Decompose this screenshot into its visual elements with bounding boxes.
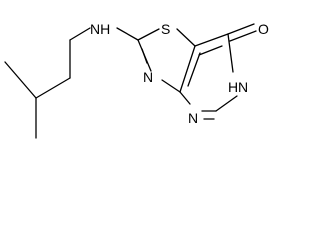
molecule-structure: NH S O N H N N [4,21,269,139]
bond-c2-s [137,28,160,41]
bond-s-c7a [176,28,196,47]
ring-nh-h-label: H [228,79,238,95]
isopentyl-chain [4,27,91,139]
bond-methyl-top [4,61,37,99]
bond-c3a-n3 [161,79,181,93]
pyrimidine-nitrogen-label: N [188,110,198,126]
bond-c3a-c7a-double [187,52,201,87]
bond-n4-c3a [179,91,191,105]
sulfur-label: S [161,21,170,37]
bond-c7-n6 [227,33,234,73]
amine-label: NH [90,21,110,37]
bond-nh-c2 [116,27,139,41]
bond-c7-c7a-inner [198,45,223,56]
pyrimidinone-ring [179,33,238,120]
bond-n3-c2-double [141,48,148,64]
thiazole-nitrogen-label: N [143,69,153,85]
bond-c7-o [227,23,255,35]
thiazole-ring [137,28,196,93]
bond-chain-1 [35,77,71,99]
oxygen-label: O [258,21,269,37]
bond-n6-c5 [215,95,238,112]
carbonyl [227,23,257,42]
bond-c7a-c3a [179,45,196,93]
bond-c7a-c7 [194,33,229,47]
bond-c7-o-double [229,30,257,42]
ring-nh-n-label: N [238,79,248,95]
bond-chain-3 [69,27,91,41]
